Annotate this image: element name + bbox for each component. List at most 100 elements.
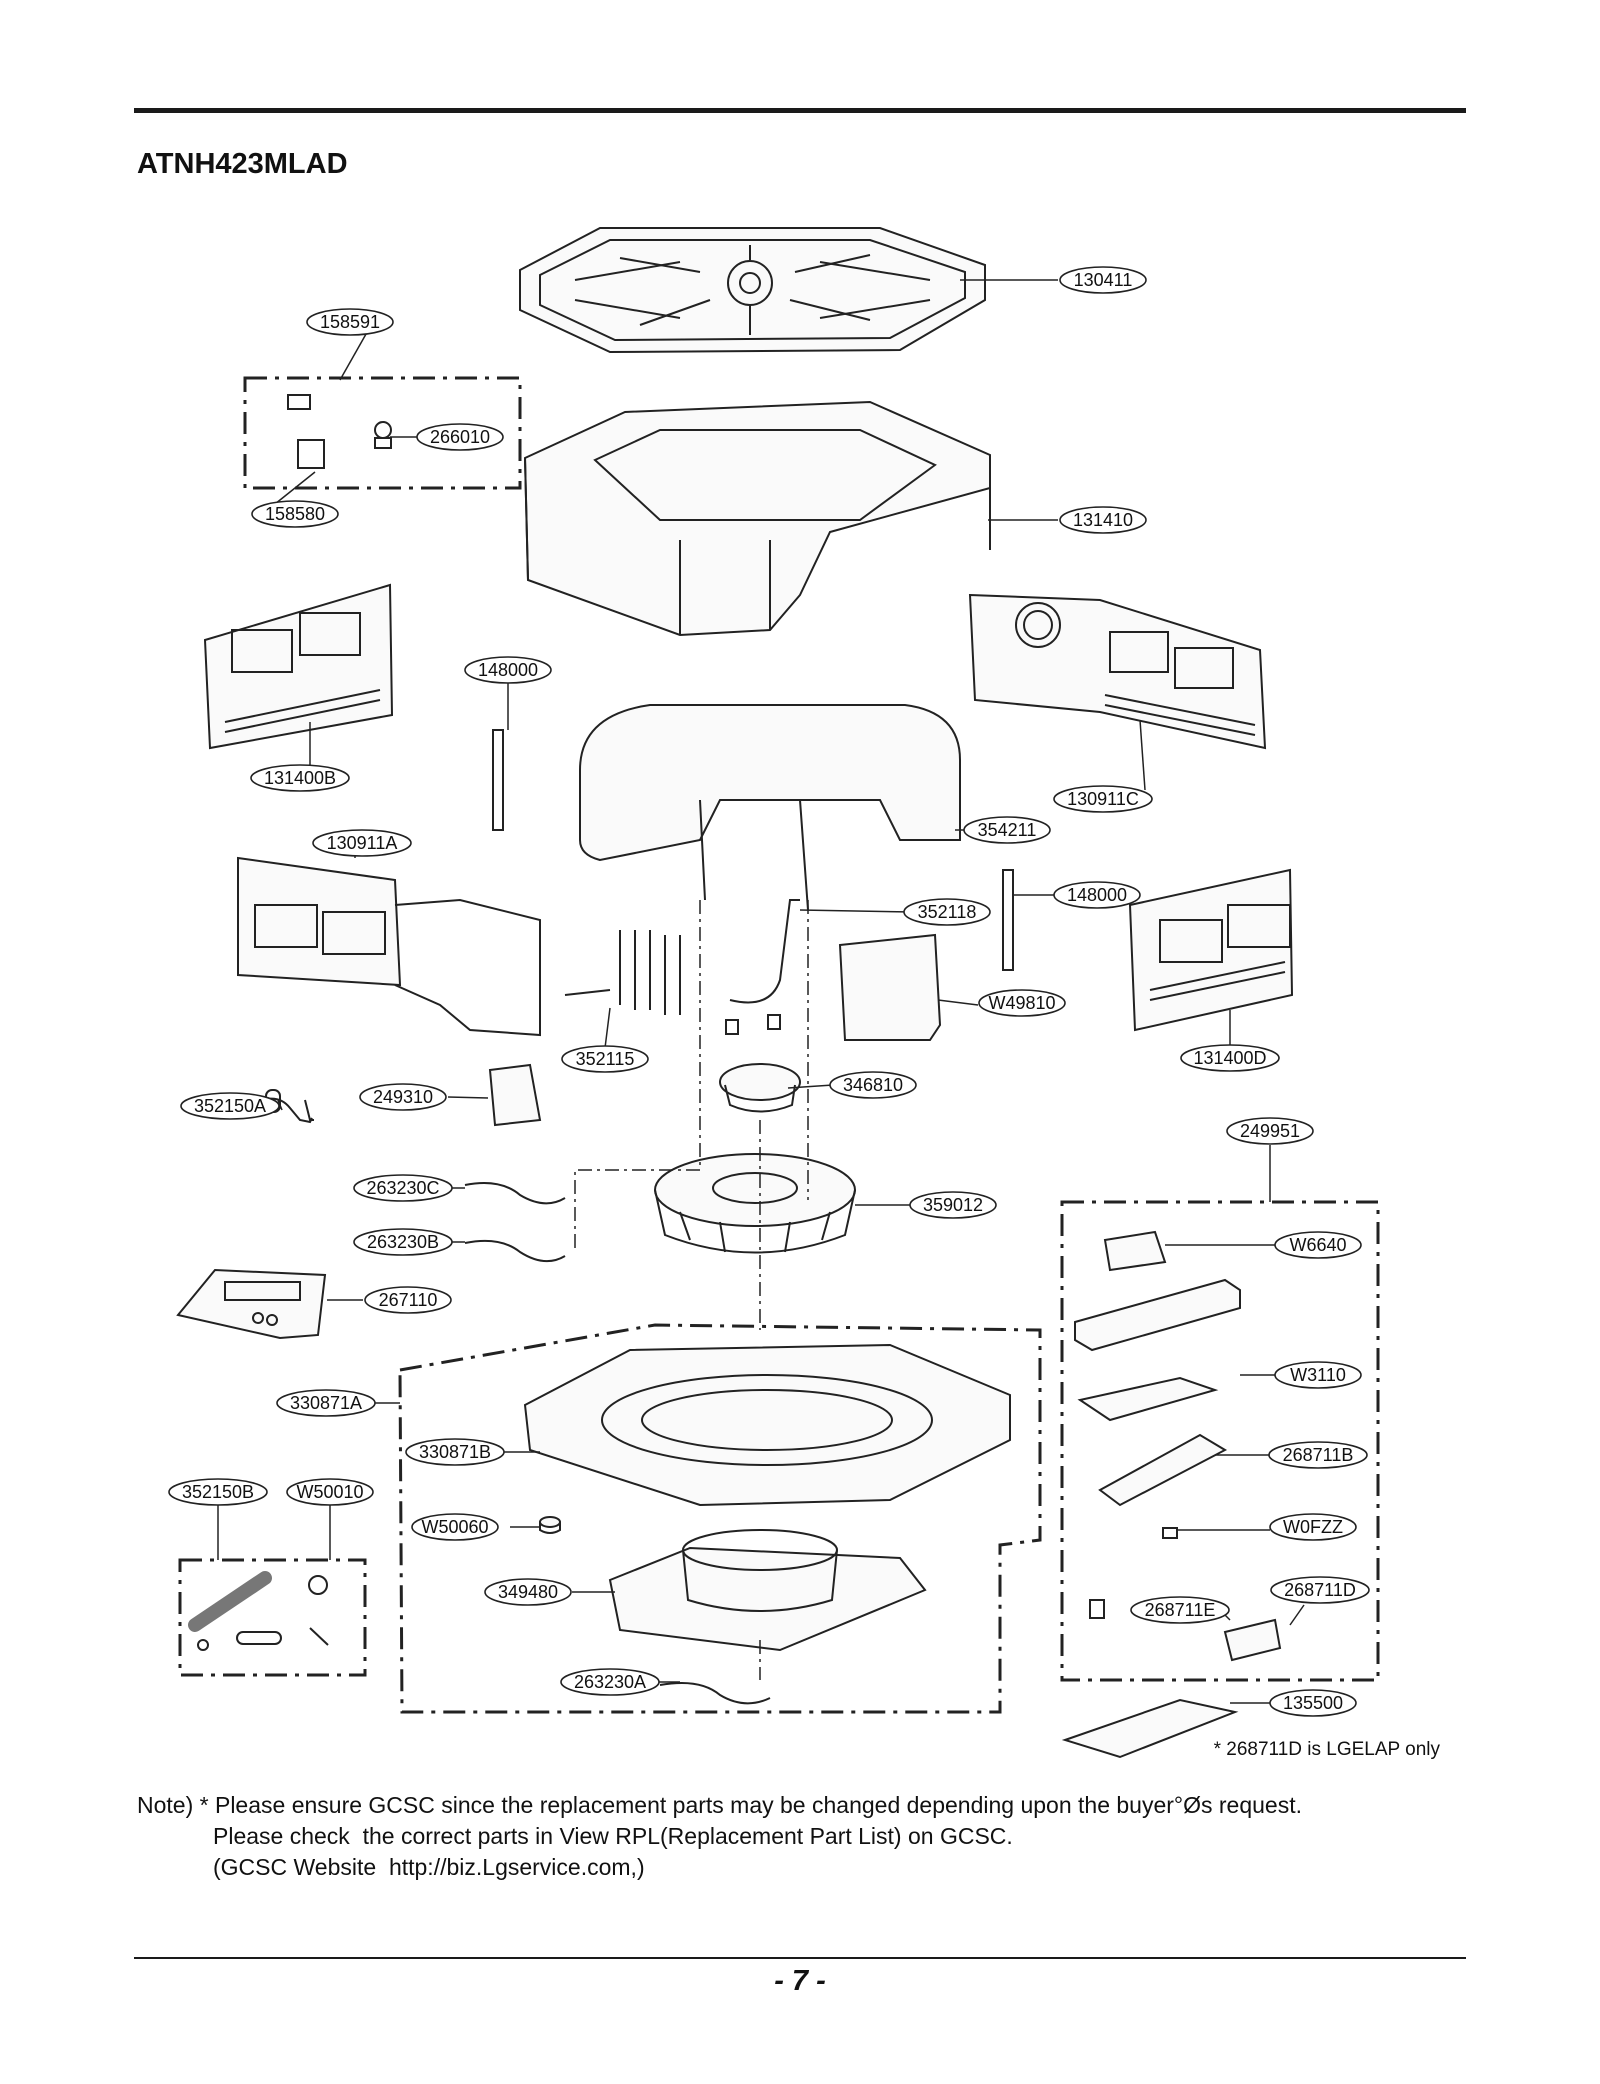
callout-label: 130411 bbox=[1074, 270, 1133, 290]
note-line-1: Note) * Please ensure GCSC since the rep… bbox=[137, 1792, 1302, 1818]
callout-label: 330871A bbox=[290, 1393, 362, 1413]
remote-controller-drawing bbox=[176, 1268, 327, 1340]
callout-label: 346810 bbox=[843, 1075, 903, 1095]
part-callout-148000: 148000 bbox=[464, 656, 552, 684]
bracket-249310-drawing bbox=[488, 1063, 542, 1127]
callout-label: 158580 bbox=[265, 504, 325, 524]
part-callout-158591: 158591 bbox=[306, 308, 394, 336]
part-callout-135500: 135500 bbox=[1269, 1689, 1357, 1717]
piping-assembly-drawing bbox=[564, 899, 800, 1015]
callout-bubble bbox=[560, 1668, 660, 1696]
callout-bubble bbox=[286, 1478, 374, 1506]
callout-label: W50060 bbox=[421, 1517, 488, 1537]
callout-bubble bbox=[903, 898, 991, 926]
part-callout-268711d: 268711D bbox=[1270, 1576, 1370, 1604]
callout-label: 266010 bbox=[430, 427, 490, 447]
part-callout-268711e: 268711E bbox=[1130, 1596, 1230, 1624]
callout-bubble bbox=[1274, 1361, 1362, 1389]
callout-bubble bbox=[1130, 1596, 1230, 1624]
wiring-bracket-drawing bbox=[243, 376, 522, 490]
bell-mouth-drawing bbox=[608, 1529, 927, 1652]
callout-bubble bbox=[312, 829, 412, 857]
callout-label: 131400B bbox=[264, 768, 336, 788]
part-callout-131400d: 131400D bbox=[1180, 1044, 1280, 1072]
control-cover-drawing bbox=[838, 933, 942, 1041]
callout-label: 131400D bbox=[1193, 1048, 1266, 1068]
callout-label: 330871B bbox=[419, 1442, 491, 1462]
callout-bubble bbox=[1270, 1576, 1370, 1604]
part-callout-w50060: W50060 bbox=[411, 1513, 499, 1541]
top-rule bbox=[134, 108, 1466, 113]
callout-bubble bbox=[306, 308, 394, 336]
callout-label: 267110 bbox=[379, 1290, 438, 1310]
callout-bubble bbox=[168, 1478, 268, 1506]
callout-label: W0FZZ bbox=[1283, 1517, 1343, 1537]
assembly-guide-lines bbox=[574, 900, 809, 1680]
callout-bubble bbox=[484, 1578, 572, 1606]
part-callout-263230a: 263230A bbox=[560, 1668, 660, 1696]
callout-label: 349480 bbox=[498, 1582, 558, 1602]
part-callout-w49810: W49810 bbox=[978, 989, 1066, 1017]
callout-label: 130911C bbox=[1067, 789, 1139, 809]
callout-bubble bbox=[561, 1045, 649, 1073]
callout-label: W3110 bbox=[1290, 1365, 1346, 1385]
callout-label: W49810 bbox=[988, 993, 1055, 1013]
callout-label: W50010 bbox=[296, 1482, 363, 1502]
side-panel-130911A-drawing bbox=[237, 856, 541, 1037]
leader-lines bbox=[217, 279, 1305, 1704]
side-panel-130911C-drawing bbox=[968, 593, 1267, 750]
callout-label: 352115 bbox=[576, 1049, 635, 1069]
callout-bubble bbox=[963, 816, 1051, 844]
callout-bubble bbox=[1274, 1231, 1362, 1259]
callout-label: 354211 bbox=[978, 820, 1037, 840]
drain-cap-drawing bbox=[539, 1516, 561, 1534]
part-callout-352150b: 352150B bbox=[168, 1478, 268, 1506]
callout-label: 249951 bbox=[1240, 1121, 1300, 1141]
callout-label: 148000 bbox=[1067, 885, 1127, 905]
callout-bubble bbox=[1180, 1044, 1280, 1072]
part-callout-354211: 354211 bbox=[963, 816, 1051, 844]
callout-bubble bbox=[411, 1513, 499, 1541]
part-callout-267110: 267110 bbox=[364, 1286, 452, 1314]
callout-bubble bbox=[829, 1071, 917, 1099]
callout-bubble bbox=[1268, 1441, 1368, 1469]
part-callout-263230c: 263230C bbox=[353, 1174, 453, 1202]
cabinet-body-drawing bbox=[523, 400, 991, 637]
part-callout-131410: 131410 bbox=[1059, 506, 1147, 534]
callout-bubble bbox=[1269, 1513, 1357, 1541]
callout-bubble bbox=[1059, 266, 1147, 294]
callout-label: 130911A bbox=[327, 833, 398, 853]
part-callout-w50010: W50010 bbox=[286, 1478, 374, 1506]
support-bracket-drawing bbox=[492, 729, 1014, 971]
part-callout-352118: 352118 bbox=[903, 898, 991, 926]
part-callout-w3110: W3110 bbox=[1274, 1361, 1362, 1389]
part-callout-330871b: 330871B bbox=[405, 1438, 505, 1466]
top-grille-panel-drawing bbox=[519, 227, 986, 354]
callout-label: 263230A bbox=[574, 1672, 646, 1692]
callout-label: 135500 bbox=[1283, 1693, 1343, 1713]
callout-bubble bbox=[1269, 1689, 1357, 1717]
callout-bubble bbox=[276, 1389, 376, 1417]
callout-label: 352118 bbox=[918, 902, 977, 922]
fan-motor-drawing bbox=[719, 1014, 801, 1113]
callout-label: 263230C bbox=[366, 1178, 439, 1198]
callout-bubble bbox=[1053, 785, 1153, 813]
callout-bubble bbox=[251, 500, 339, 528]
accessory-kit-drawing bbox=[178, 1558, 367, 1677]
part-callout-148000: 148000 bbox=[1053, 881, 1141, 909]
callout-bubble bbox=[416, 423, 504, 451]
part-callout-349480: 349480 bbox=[484, 1578, 572, 1606]
part-callout-249951: 249951 bbox=[1226, 1117, 1314, 1145]
bottom-bracket-drawing bbox=[1061, 1698, 1239, 1759]
side-panel-131400D-drawing bbox=[1128, 868, 1294, 1032]
part-callout-130911c: 130911C bbox=[1053, 785, 1153, 813]
part-callout-263230b: 263230B bbox=[353, 1228, 453, 1256]
side-panel-131400B-drawing bbox=[203, 583, 394, 750]
callout-label: 359012 bbox=[923, 1195, 983, 1215]
callout-bubble bbox=[364, 1286, 452, 1314]
callout-label: 352150A bbox=[194, 1096, 266, 1116]
callout-label: W6640 bbox=[1289, 1235, 1346, 1255]
part-callout-352115: 352115 bbox=[561, 1045, 649, 1073]
callout-label: 268711B bbox=[1283, 1445, 1354, 1465]
